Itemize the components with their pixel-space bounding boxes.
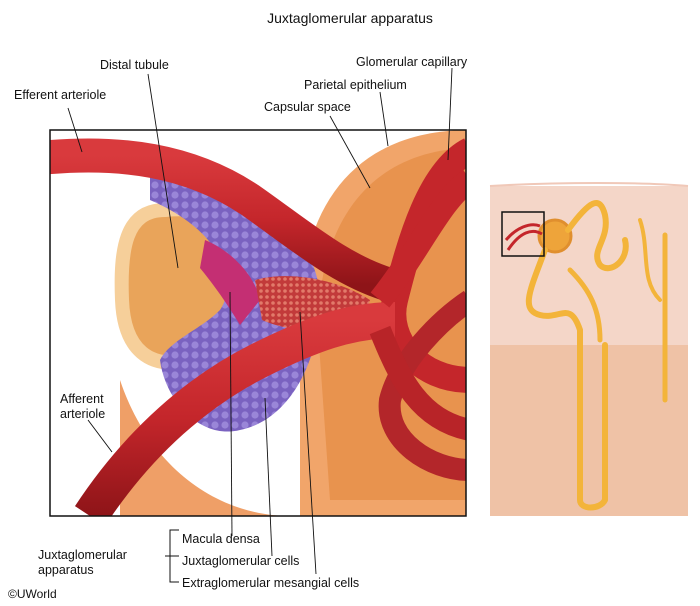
label-afferent-line2: arteriole (60, 407, 106, 421)
label-distal-tubule: Distal tubule (100, 58, 169, 72)
diagram-title: Juxtaglomerular apparatus (267, 10, 433, 26)
macula-densa-shape (200, 240, 260, 325)
jga-bracket (165, 529, 179, 583)
copyright-text: ©UWorld (8, 587, 57, 601)
inset-panel (489, 182, 689, 516)
label-afferent-line1: Afferent (60, 392, 104, 406)
efferent-arteriole-vessel (50, 138, 396, 302)
label-glomerular-capillary: Glomerular capillary (356, 55, 468, 69)
label-juxtaglomerular-cells: Juxtaglomerular cells (182, 554, 300, 568)
label-macula-densa: Macula densa (182, 532, 260, 546)
label-jga-line1: Juxtaglomerular (38, 548, 127, 562)
main-panel-frame (49, 129, 467, 517)
label-extraglomerular-mesangial-cells: Extraglomerular mesangial cells (182, 576, 360, 590)
nephron-outline (525, 200, 668, 511)
leader-lines (67, 67, 453, 575)
label-efferent-arteriole: Efferent arteriole (14, 88, 107, 102)
afferent-arteriole-vessel (74, 302, 396, 516)
label-jga-line2: apparatus (38, 563, 94, 577)
zoom-box (501, 211, 545, 257)
main-panel-art (50, 130, 466, 516)
label-capsular-space: Capsular space (264, 100, 351, 114)
label-parietal-epithelium: Parietal epithelium (304, 78, 407, 92)
